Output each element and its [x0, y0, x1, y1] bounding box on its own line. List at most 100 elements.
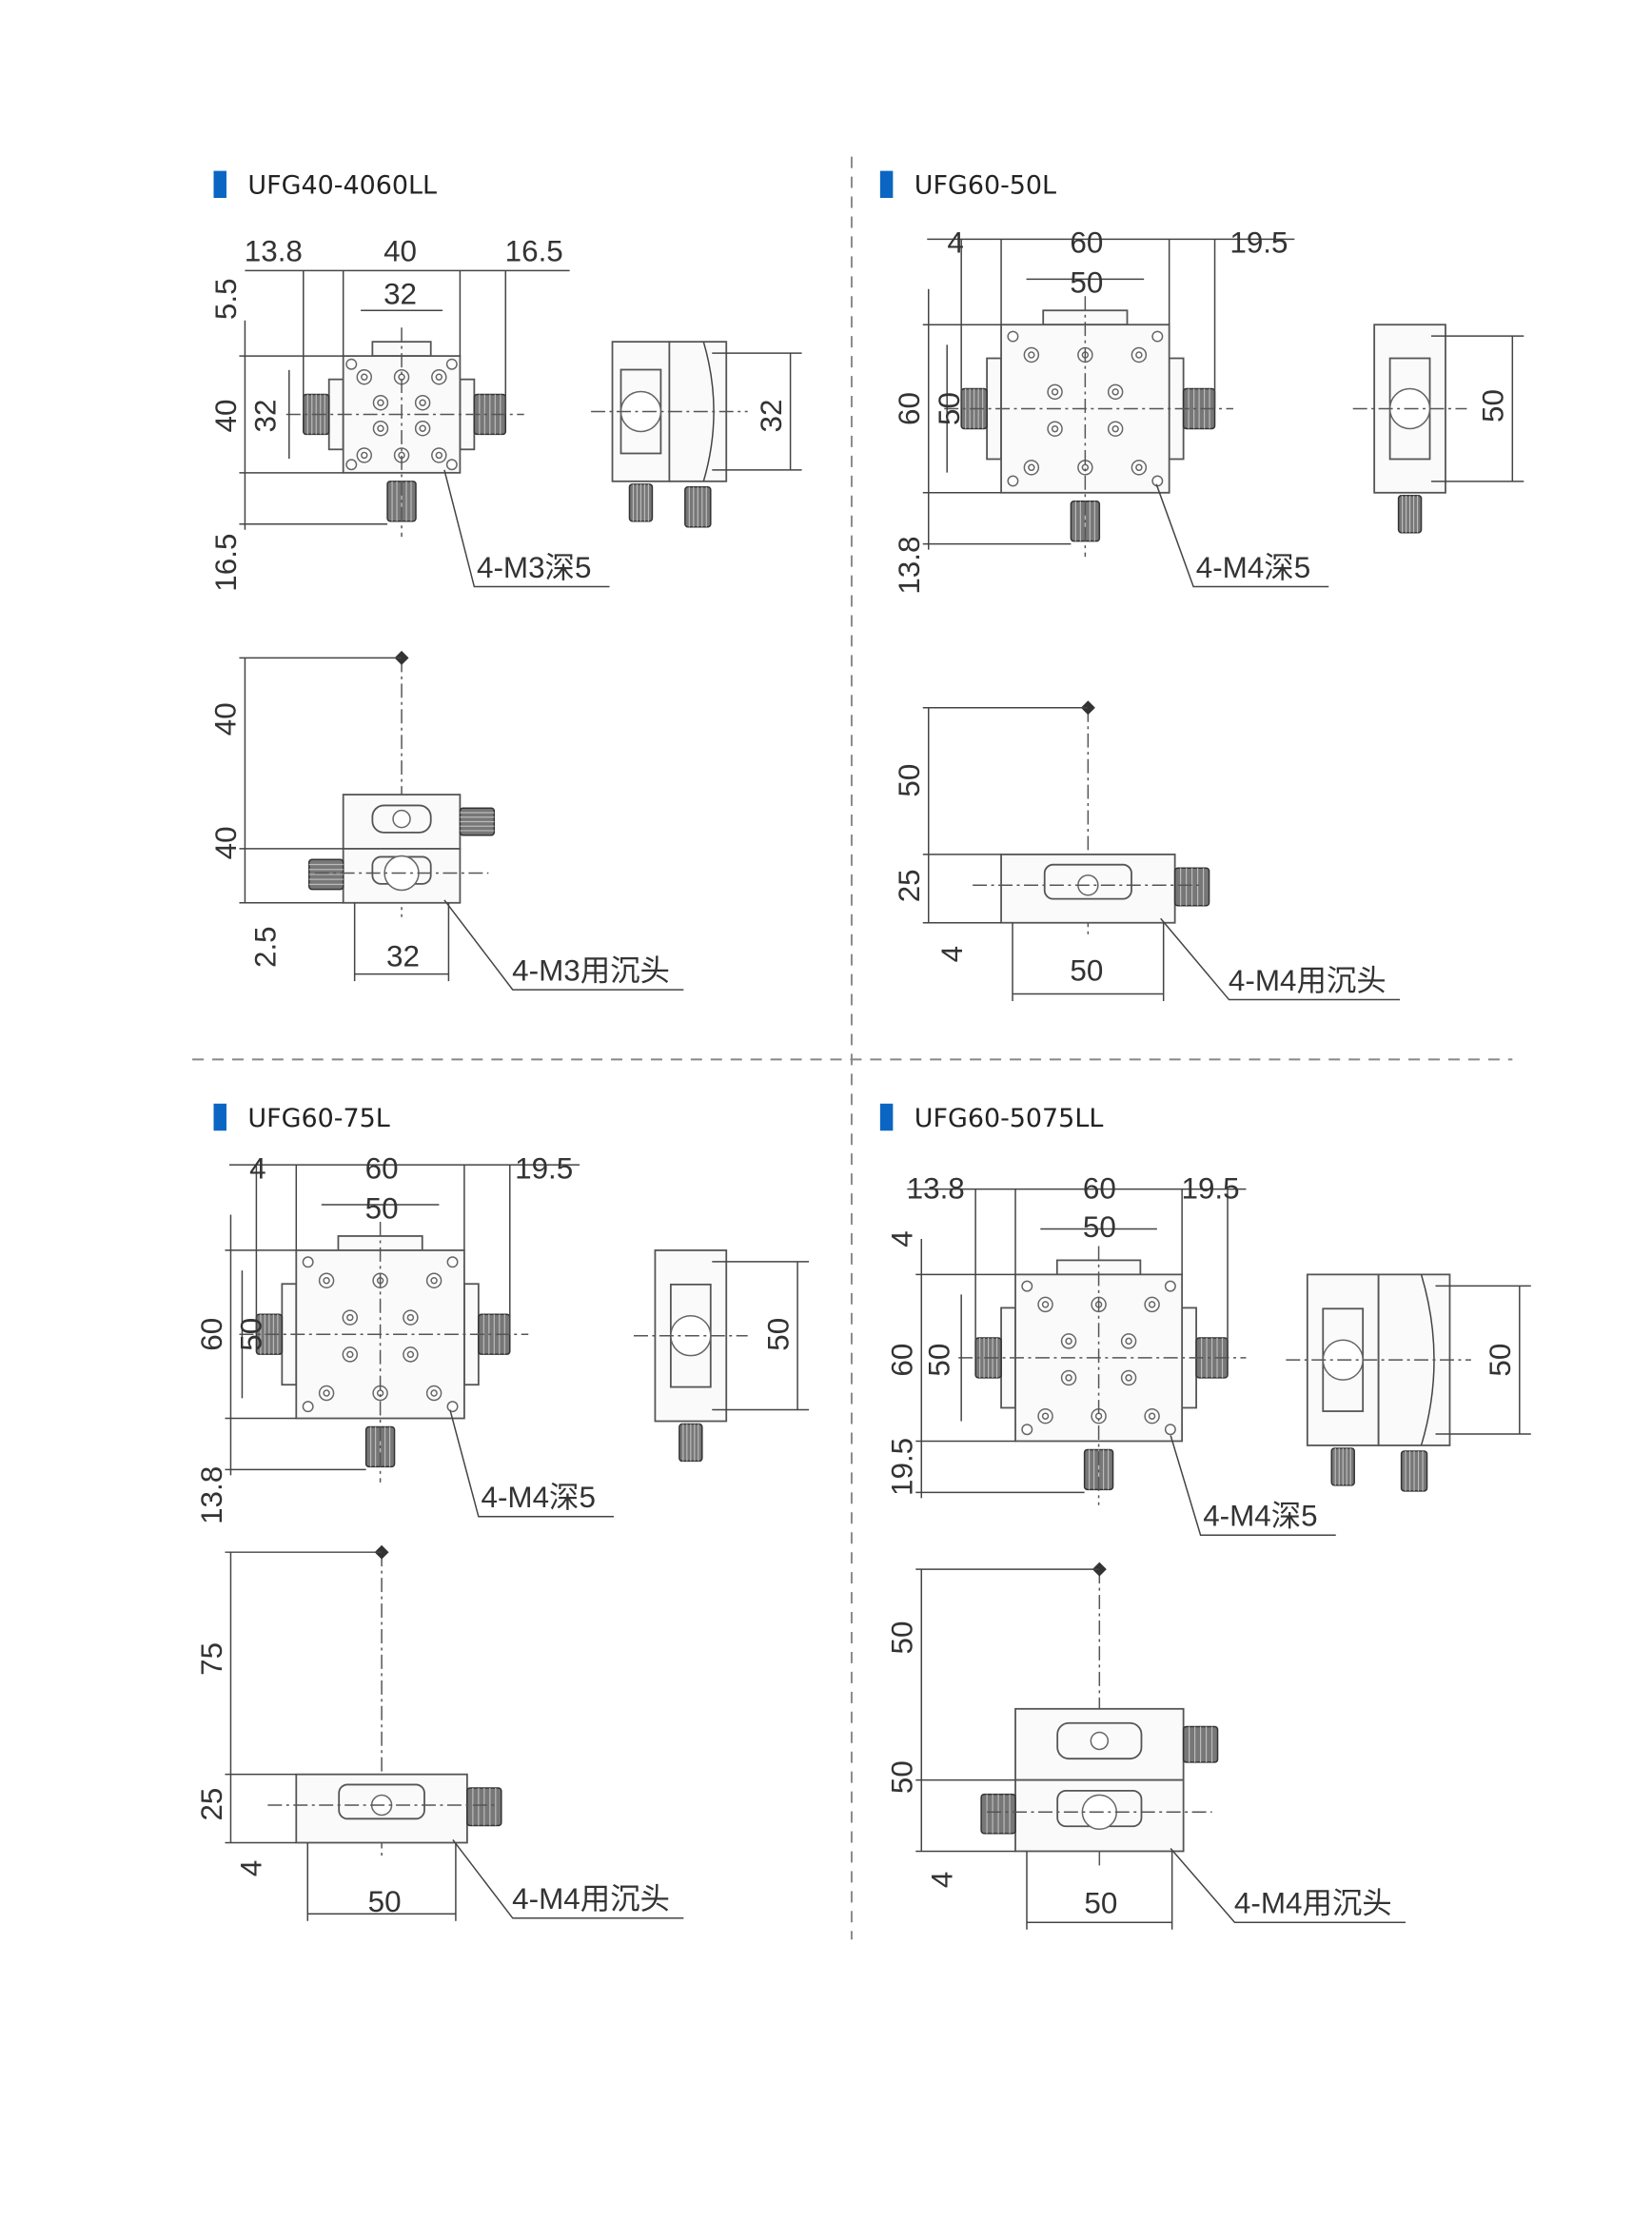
- dimension-label: 2.5: [249, 926, 283, 968]
- dimension-label: 50: [365, 1191, 399, 1225]
- side-knob: [1400, 1450, 1428, 1492]
- dimension-label: 13.8: [195, 1466, 228, 1524]
- thread-callout: 4-M4深5: [1203, 1500, 1317, 1533]
- lower-knob: [466, 1787, 502, 1827]
- dimension-label: 19.5: [1229, 226, 1288, 260]
- dimension-label: 19.5: [1181, 1171, 1239, 1205]
- tapped-hole: [345, 459, 358, 471]
- dimension-label: 13.8: [245, 235, 303, 268]
- dimension-label: 50: [893, 764, 926, 797]
- tapped-hole: [302, 1401, 314, 1413]
- front-view: [308, 650, 496, 917]
- side-knob: [678, 1423, 703, 1463]
- tapped-hole: [1007, 330, 1019, 343]
- dimension-label: 4: [235, 1860, 268, 1876]
- front-view: [980, 1562, 1219, 1866]
- dimension-label: 40: [209, 826, 243, 859]
- tapped-hole: [302, 1256, 314, 1268]
- dimension-label: 25: [195, 1788, 228, 1821]
- thread-callout: 4-M4深5: [481, 1481, 595, 1514]
- dimension-label: 5.5: [209, 278, 243, 320]
- mounting-callout: 4-M4用沉头: [1234, 1887, 1392, 1920]
- side-view: [591, 341, 748, 528]
- dimension-label: 60: [195, 1318, 228, 1351]
- title-marker: [213, 170, 226, 199]
- side-knob: [1397, 495, 1423, 534]
- lower-knob: [980, 1793, 1016, 1835]
- top-view: [239, 1222, 529, 1483]
- dimension-label: 50: [886, 1760, 919, 1794]
- dimension-label: 60: [893, 392, 926, 425]
- side-view: [1286, 1273, 1471, 1492]
- dimension-label: 40: [209, 400, 243, 433]
- dimension-label: 40: [209, 702, 243, 736]
- top-view: [958, 1246, 1247, 1505]
- dimension-label: 50: [235, 1318, 268, 1351]
- side-view: [633, 1249, 748, 1463]
- dimension-label: 19.5: [886, 1438, 919, 1496]
- dimension-label: 50: [886, 1621, 919, 1655]
- lower-knob: [1173, 867, 1210, 907]
- mounting-callout: 4-M4用沉头: [512, 1882, 670, 1916]
- side-knob: [628, 483, 654, 522]
- title-marker: [879, 1103, 894, 1131]
- tapped-hole: [1021, 1424, 1033, 1436]
- dimension-label: 4: [886, 1230, 919, 1247]
- dimension-label: 50: [1084, 1887, 1117, 1920]
- panel-title: UFG60-75L: [247, 1104, 389, 1133]
- dimension-label: 25: [893, 869, 926, 902]
- panel-title: UFG60-5075LL: [914, 1104, 1104, 1133]
- thread-callout: 4-M3深5: [477, 551, 591, 584]
- dimension-label: 60: [886, 1344, 919, 1377]
- dimension-label: 40: [384, 235, 417, 268]
- dimension-label: 50: [923, 1344, 956, 1377]
- dimension-label: 50: [1070, 266, 1103, 300]
- tapped-hole: [445, 358, 458, 370]
- panel-title: UFG40-4060LL: [247, 171, 437, 201]
- tapped-hole: [1007, 475, 1019, 487]
- tapped-hole: [1151, 475, 1164, 487]
- dimension-label: 32: [755, 400, 788, 433]
- thread-callout: 4-M4深5: [1196, 551, 1310, 584]
- dimension-label: 4: [935, 946, 969, 962]
- dimension-label: 50: [1070, 953, 1103, 987]
- front-view: [267, 1544, 502, 1857]
- dimension-label: 60: [365, 1151, 399, 1185]
- top-view: [285, 327, 524, 538]
- dimension-label: 60: [1070, 226, 1103, 260]
- tapped-hole: [446, 1256, 459, 1268]
- panel-title: UFG60-50L: [914, 171, 1056, 201]
- dimension-label: 50: [933, 392, 966, 425]
- dimension-label: 50: [1083, 1210, 1116, 1244]
- tapped-hole: [1151, 330, 1164, 343]
- front-view: [973, 700, 1210, 937]
- dimension-label: 19.5: [515, 1151, 573, 1185]
- dimension-label: 60: [1083, 1171, 1116, 1205]
- dimension-label: 50: [368, 1885, 402, 1918]
- dimension-label: 4: [249, 1151, 266, 1185]
- tapped-hole: [1164, 1280, 1176, 1292]
- dimension-label: 4: [926, 1872, 959, 1888]
- dimension-label: 16.5: [209, 534, 243, 592]
- title-marker: [213, 1103, 226, 1131]
- side-knob: [684, 486, 712, 528]
- mounting-callout: 4-M4用沉头: [1229, 964, 1386, 997]
- dimension-label: 13.8: [893, 537, 926, 595]
- dimension-label: 4: [947, 226, 963, 260]
- dimension-label: 32: [384, 278, 417, 311]
- title-marker: [879, 170, 894, 199]
- tapped-hole: [1021, 1280, 1033, 1292]
- side-view: [1352, 324, 1467, 534]
- tapped-hole: [345, 358, 358, 370]
- dimension-label: 75: [195, 1642, 228, 1676]
- tapped-hole: [446, 1401, 459, 1413]
- dimension-label: 50: [761, 1318, 795, 1351]
- tapped-hole: [1164, 1424, 1176, 1436]
- mounting-callout: 4-M3用沉头: [512, 953, 670, 987]
- upper-knob: [459, 807, 496, 836]
